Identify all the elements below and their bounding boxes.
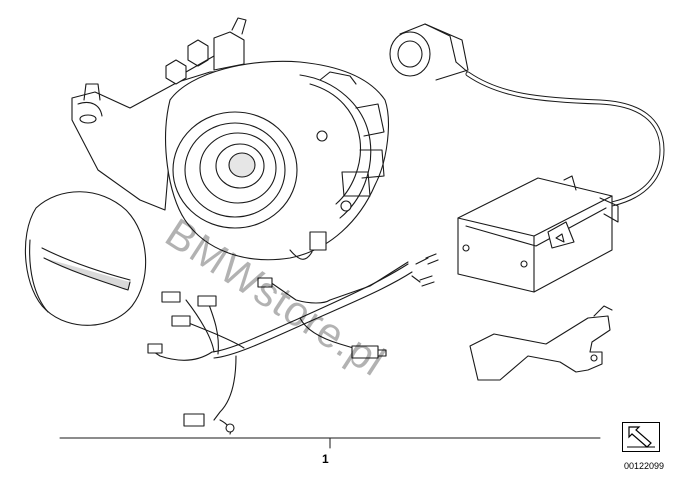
callout-label: 1 [322, 452, 329, 466]
mounting-plate [469, 305, 613, 381]
ballast-unit [457, 175, 619, 293]
lens-outer-ring [172, 111, 298, 229]
lens-reflector [215, 143, 265, 189]
housing-body [165, 60, 389, 261]
image-number: 00122099 [624, 461, 665, 471]
fog-light-assembly [71, 17, 389, 261]
navigation-arrow-box[interactable] [622, 422, 660, 452]
callout-line [59, 437, 601, 449]
arrow-pointer-icon [627, 426, 655, 448]
igniter-connector [389, 23, 665, 207]
wiring-harness [147, 253, 439, 435]
lens-cover [24, 191, 147, 326]
